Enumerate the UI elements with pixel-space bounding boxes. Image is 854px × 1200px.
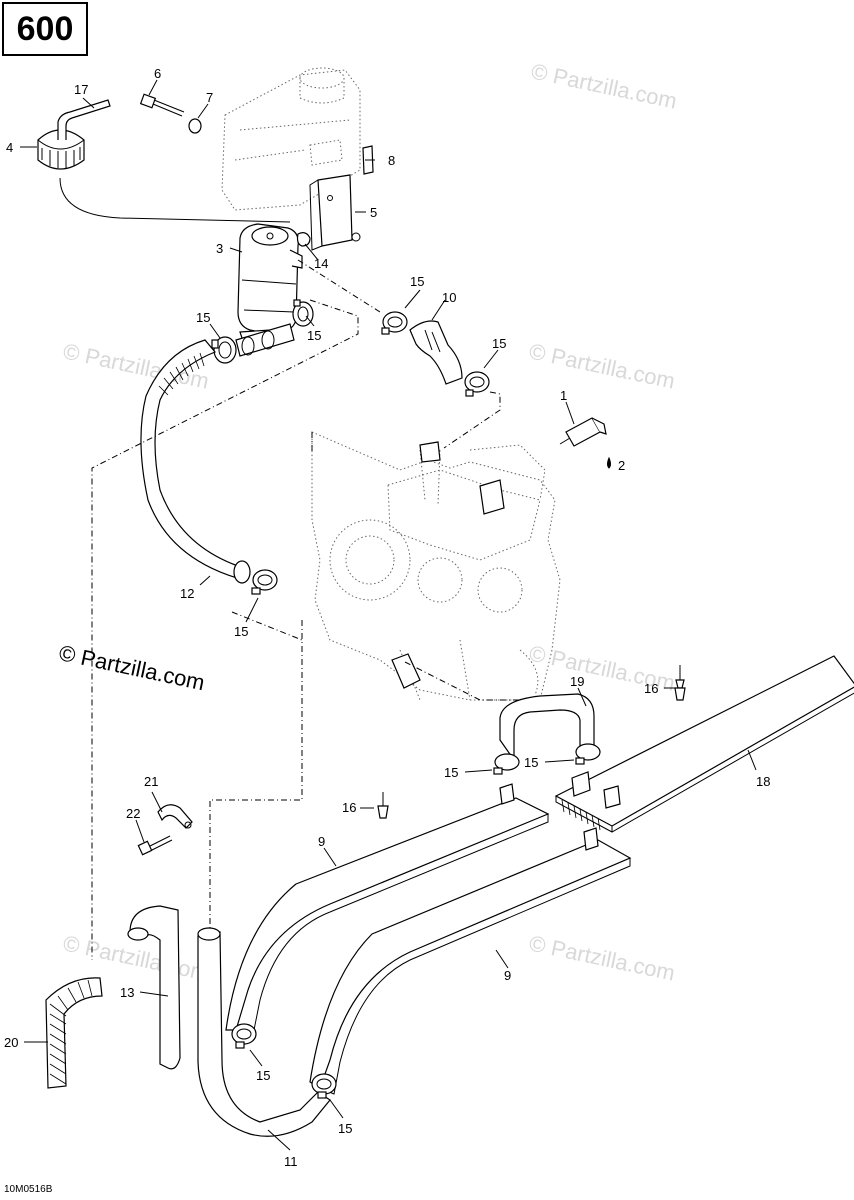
callout-7: 7 (206, 90, 213, 105)
sealant-drop (607, 456, 611, 469)
coolant-hose (127, 905, 181, 1070)
callout-1: 1 (560, 388, 567, 403)
bolt (139, 93, 185, 117)
hose-clamp (464, 371, 490, 397)
coolant-hose (140, 339, 251, 584)
screw (674, 665, 686, 701)
callout-2: 2 (618, 458, 625, 473)
callout-17: 17 (74, 82, 88, 97)
screw (377, 792, 389, 819)
callout-4: 4 (6, 140, 13, 155)
callout-19: 19 (570, 674, 584, 689)
callout-3: 3 (216, 241, 223, 256)
diagram-code: 10M0516B (4, 1184, 53, 1195)
callout-21: 21 (144, 774, 158, 789)
grommet (296, 232, 311, 247)
callout-20: 20 (4, 1035, 18, 1050)
callout-12: 12 (180, 586, 194, 601)
bottle-outlet (235, 323, 295, 357)
callout-15: 15 (338, 1121, 352, 1136)
callout-15: 15 (524, 755, 538, 770)
callout-11: 11 (284, 1154, 298, 1169)
washer (188, 118, 202, 134)
callout-15: 15 (444, 765, 458, 780)
callout-16: 16 (644, 681, 658, 696)
reservoir-tank (221, 67, 361, 211)
callout-15: 15 (307, 328, 321, 343)
hose-clamp (231, 1023, 257, 1049)
hose-clamp (311, 1073, 337, 1099)
callouts: 17 4 6 7 8 5 3 14 15 15 15 10 15 1 2 12 … (4, 66, 770, 1169)
callout-9: 9 (318, 834, 325, 849)
hose-clamp (211, 336, 237, 364)
callout-13: 13 (120, 985, 134, 1000)
watermark: © Partzilla.com (527, 338, 677, 393)
page-label: 600 (2, 2, 88, 56)
watermark: © Partzilla.com (527, 930, 677, 985)
hose-clamp (292, 299, 314, 327)
protective-sleeve (45, 977, 103, 1089)
pressure-cap (37, 99, 111, 170)
callout-22: 22 (126, 806, 140, 821)
callout-16: 16 (342, 800, 356, 815)
callout-15: 15 (410, 274, 424, 289)
vent-hose (59, 177, 291, 223)
callout-8: 8 (388, 153, 395, 168)
callout-9: 9 (504, 968, 511, 983)
callout-6: 6 (154, 66, 161, 81)
temperature-sensor (559, 417, 607, 447)
callout-10: 10 (442, 290, 456, 305)
callout-15: 15 (492, 336, 506, 351)
coolant-hose (409, 320, 463, 385)
callout-5: 5 (370, 205, 377, 220)
hose-clamp (575, 743, 601, 765)
heat-exchanger (554, 655, 854, 833)
coolant-hose (197, 927, 331, 1137)
callout-18: 18 (756, 774, 770, 789)
callout-15: 15 (234, 624, 248, 639)
hose-clamp (493, 753, 520, 775)
bolt (137, 835, 173, 856)
hose-clamp (381, 311, 408, 335)
callout-14: 14 (314, 256, 328, 271)
watermark: © Partzilla.com (529, 58, 679, 113)
callout-15: 15 (196, 310, 210, 325)
leader-lines (20, 79, 757, 1151)
flow-lines (91, 259, 520, 960)
heat-exchanger (225, 783, 550, 1041)
tank-bracket (309, 174, 361, 251)
callout-15: 15 (256, 1068, 270, 1083)
cable-clip (157, 804, 193, 829)
engine (311, 431, 561, 701)
hose-clamp (251, 569, 278, 595)
heat-exchanger (309, 827, 632, 1095)
